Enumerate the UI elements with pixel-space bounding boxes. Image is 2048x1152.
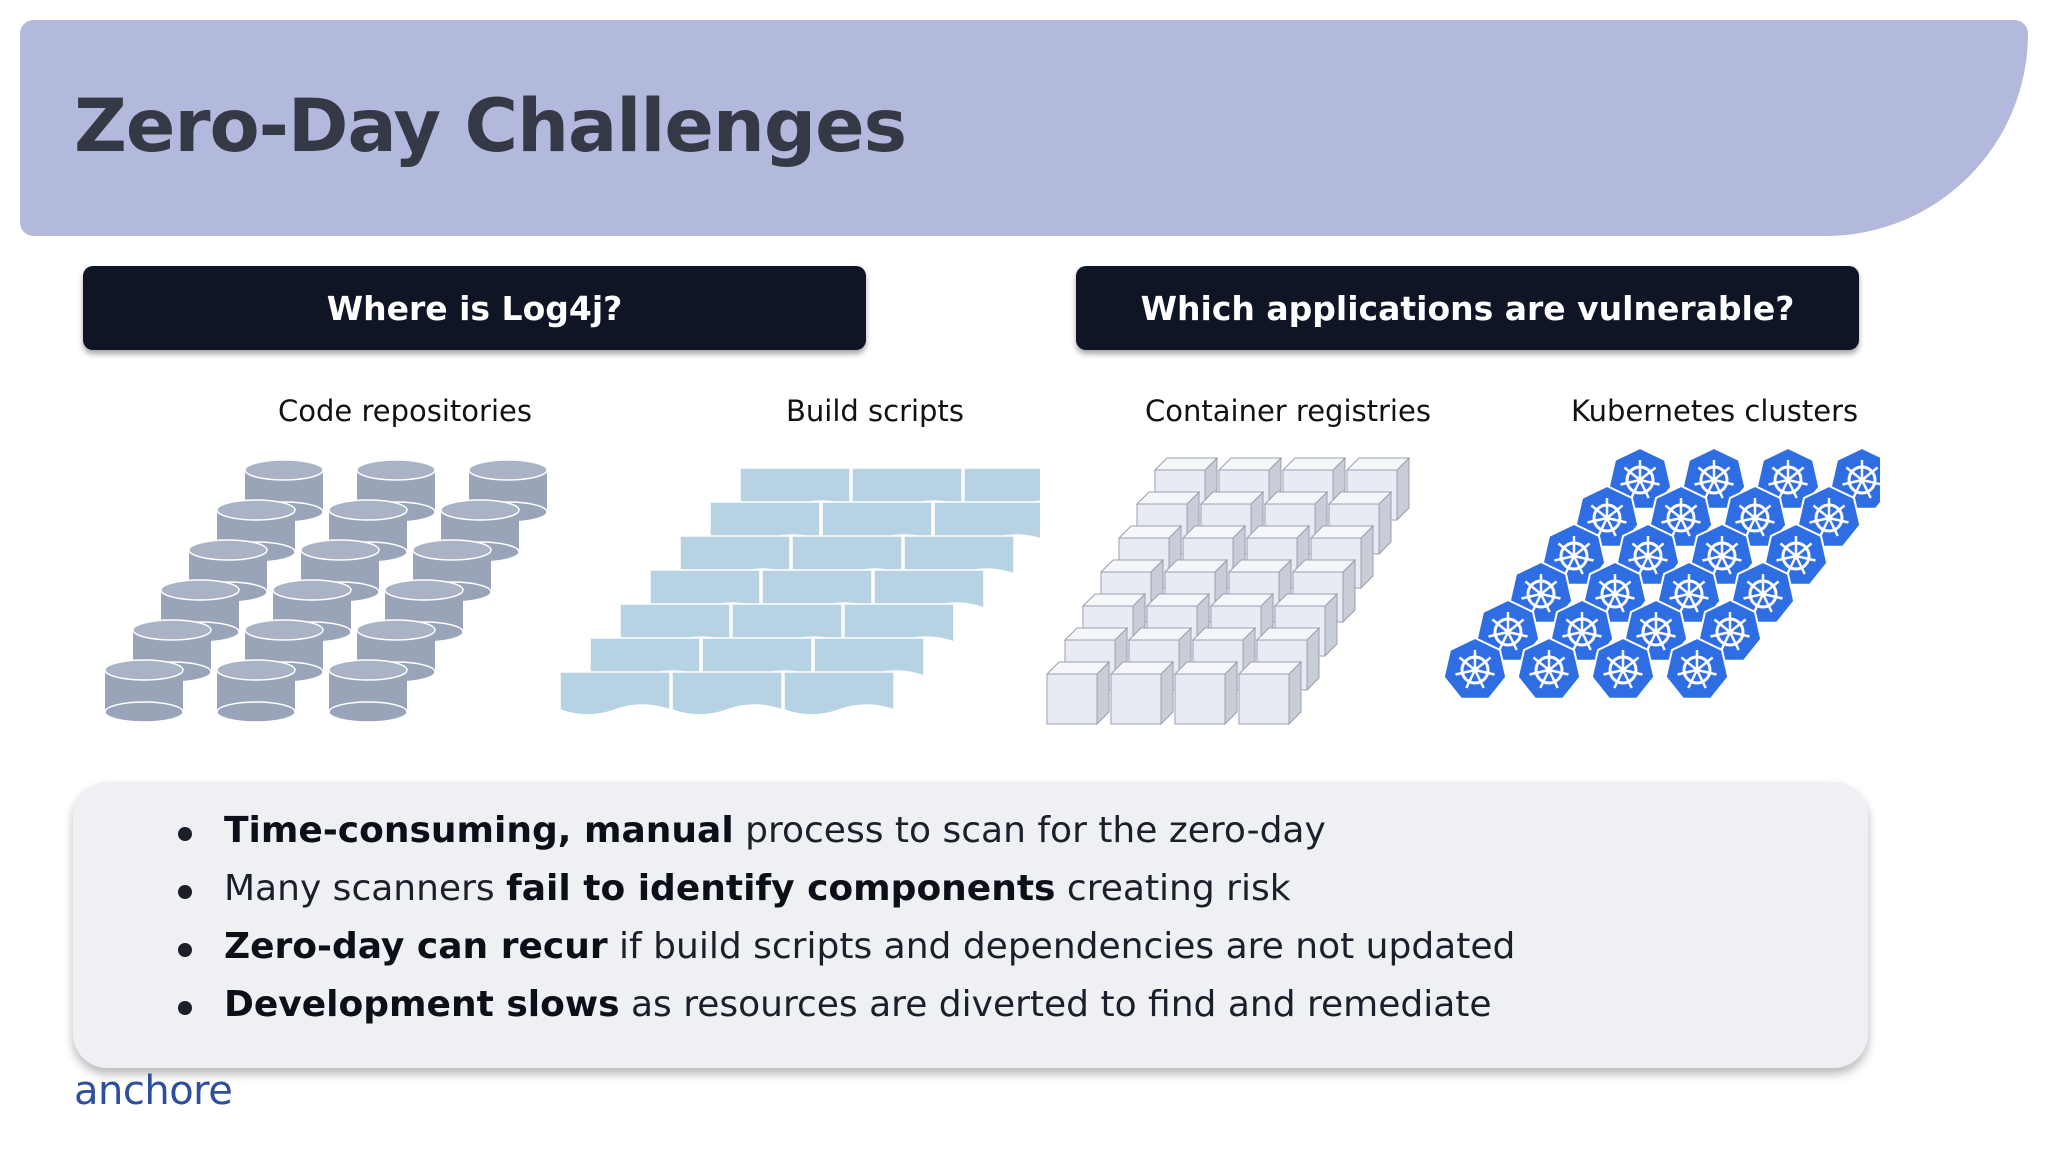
kubernetes-helm-icon [1574,484,1640,548]
container-cube-icon [1237,660,1303,726]
bullet-dot-icon [178,1001,192,1015]
script-page-icon [783,671,895,716]
kubernetes-helm-icon [1590,636,1656,700]
kubernetes-hexagons-illustration [1442,446,1880,700]
script-page-icon [671,671,783,716]
bullet-panel [73,782,1868,1068]
container-cube-icon [1109,660,1175,726]
list-item: Time-consuming, manual process to scan f… [170,802,1515,860]
container-cubes-illustration [1045,456,1411,726]
bullet-bold-text: Zero-day can recur [224,926,608,967]
bullet-dot-icon [178,885,192,899]
bullet-dot-icon [178,943,192,957]
question-pill-log4j: Where is Log4j? [83,266,866,350]
database-icon [104,659,184,723]
script-page-icon [559,671,671,716]
database-icon [328,659,408,723]
kubernetes-helm-icon [1516,636,1582,700]
kubernetes-helm-icon [1755,446,1821,510]
label-container-registries: Container registries [1145,394,1431,428]
label-kubernetes-clusters: Kubernetes clusters [1571,394,1859,428]
challenge-list: Time-consuming, manual process to scan f… [170,802,1515,1034]
kubernetes-helm-icon [1442,636,1508,700]
bullet-bold-text: fail to identify components [506,868,1056,909]
list-item: Development slows as resources are diver… [170,976,1515,1034]
container-cube-icon [1173,660,1239,726]
bullet-bold-text: Development slows [224,984,620,1025]
anchore-logo: anchore [74,1068,233,1114]
label-code-repositories: Code repositories [278,394,532,428]
bullet-dot-icon [178,827,192,841]
list-item: Zero-day can recur if build scripts and … [170,918,1515,976]
build-scripts-illustration [559,467,1040,716]
question-pill-vulnerable-apps: Which applications are vulnerable? [1076,266,1859,350]
page-title: Zero-Day Challenges [74,84,907,169]
bullet-text: process to scan for the zero-day [733,810,1326,851]
bullet-text: Many scanners [224,868,507,909]
title-banner [20,20,2028,236]
list-item: Many scanners fail to identify component… [170,860,1515,918]
bullet-text: creating risk [1055,868,1291,909]
label-build-scripts: Build scripts [786,394,964,428]
database-stack-illustration [104,459,548,723]
bullet-text: if build scripts and dependencies are no… [607,926,1516,967]
bullet-bold-text: Time-consuming, manual [224,810,734,851]
bullet-text: as resources are diverted to find and re… [619,984,1492,1025]
container-cube-icon [1045,660,1111,726]
kubernetes-helm-icon [1664,636,1730,700]
database-icon [216,659,296,723]
